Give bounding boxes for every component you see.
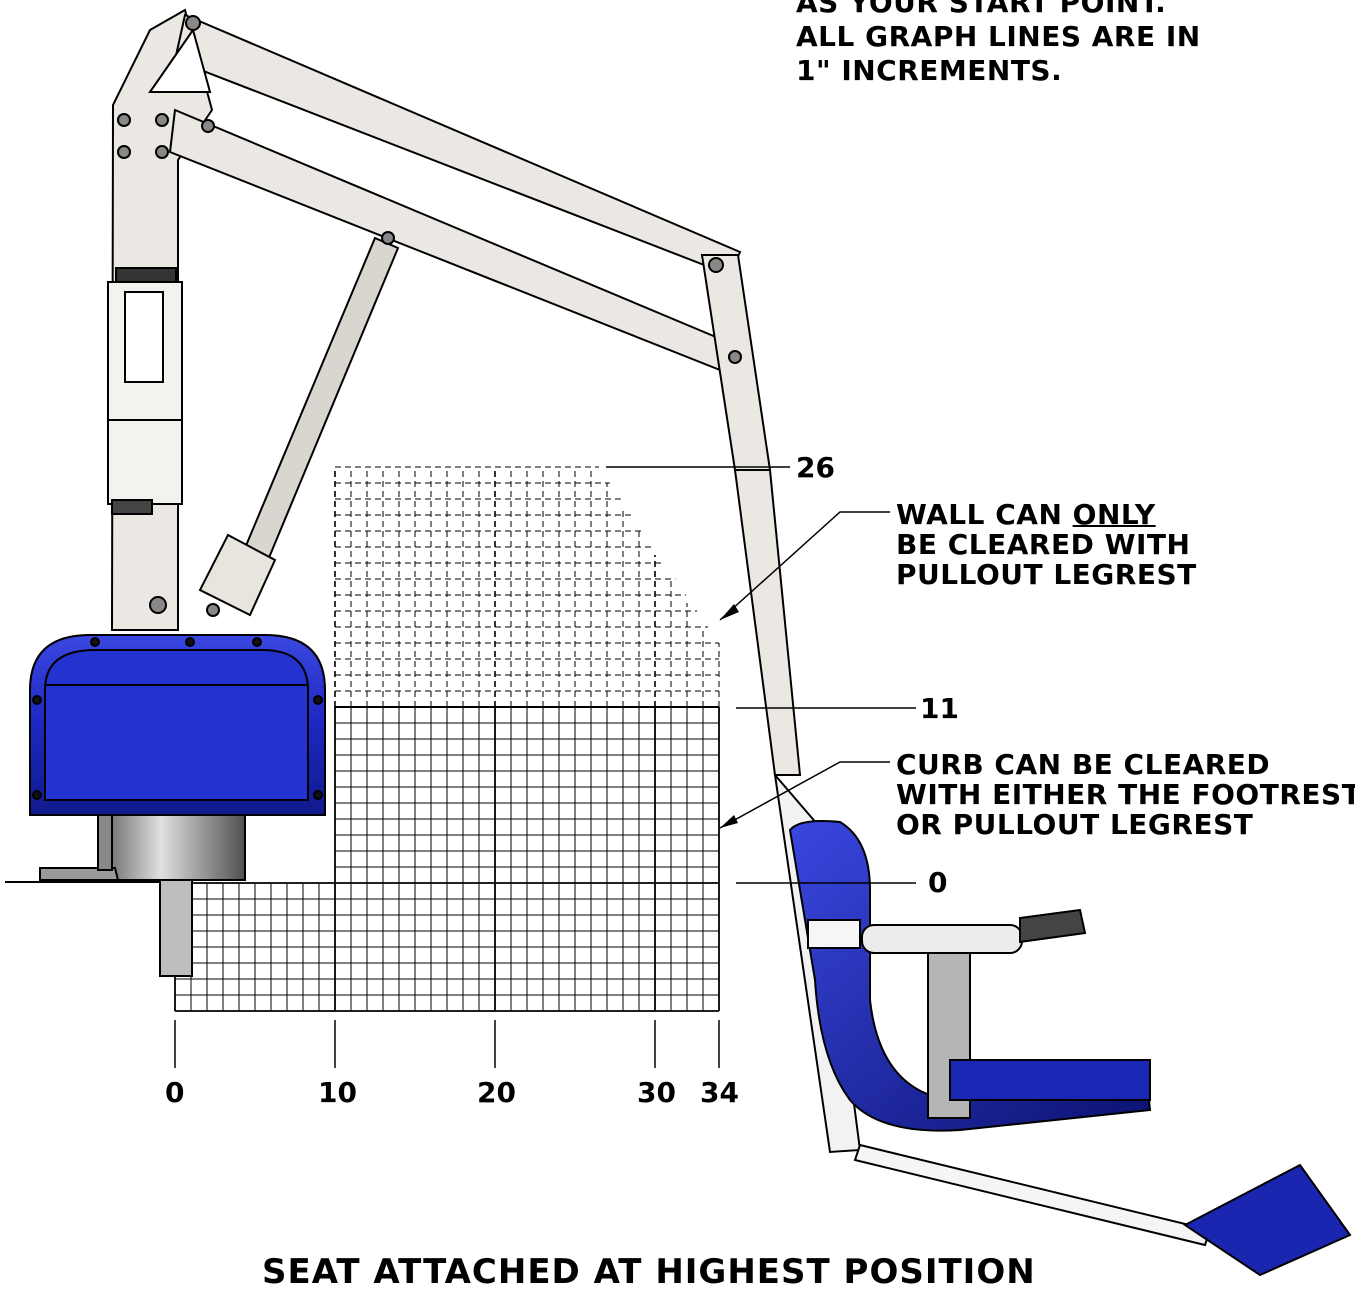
top-note-line2: ALL GRAPH LINES ARE IN xyxy=(796,20,1201,53)
x-tick-10: 10 xyxy=(318,1076,357,1109)
lift-mast xyxy=(107,8,214,631)
height-marker-0: 0 xyxy=(928,866,948,899)
curb-callout-line3: OR PULLOUT LEGREST xyxy=(896,808,1254,841)
lift-base xyxy=(39,799,246,977)
top-note-line3: 1" INCREMENTS. xyxy=(796,54,1063,87)
callout-arrowheads xyxy=(720,604,739,828)
wall-callout-line1-emph: ONLY xyxy=(1072,498,1156,531)
top-note-line1: AS YOUR START POINT. xyxy=(796,0,1167,19)
curb-callout: CURB CAN BE CLEARED WITH EITHER THE FOOT… xyxy=(896,750,1355,840)
callout-leaders xyxy=(174,466,916,1068)
clearance-grid xyxy=(174,466,720,1012)
height-marker-26: 26 xyxy=(796,451,835,484)
curb-callout-line2: WITH EITHER THE FOOTREST xyxy=(896,778,1355,811)
curb-callout-line1: CURB CAN BE CLEARED xyxy=(896,748,1271,781)
wall-callout-line1: WALL CAN ONLY xyxy=(896,500,1197,530)
x-tick-20: 20 xyxy=(477,1076,516,1109)
diagram-title: SEAT ATTACHED AT HIGHEST POSITION xyxy=(262,1252,1036,1292)
wall-callout-line3: PULLOUT LEGREST xyxy=(896,558,1197,591)
top-note: AS YOUR START POINT. ALL GRAPH LINES ARE… xyxy=(796,0,1201,86)
lift-boom xyxy=(148,13,802,776)
x-tick-30: 30 xyxy=(637,1076,676,1109)
lift-actuator xyxy=(198,236,400,617)
x-tick-34: 34 xyxy=(700,1076,739,1109)
lift-motor-housing xyxy=(29,634,326,816)
height-marker-11: 11 xyxy=(920,692,959,725)
x-tick-0: 0 xyxy=(165,1076,185,1109)
boom-bolts xyxy=(117,15,742,617)
lift-seat xyxy=(773,771,1352,1277)
wall-callout-line2: BE CLEARED WITH xyxy=(896,528,1191,561)
wall-callout: WALL CAN ONLY BE CLEARED WITH PULLOUT LE… xyxy=(896,500,1197,590)
wall-callout-line1-pre: WALL CAN xyxy=(896,498,1073,531)
